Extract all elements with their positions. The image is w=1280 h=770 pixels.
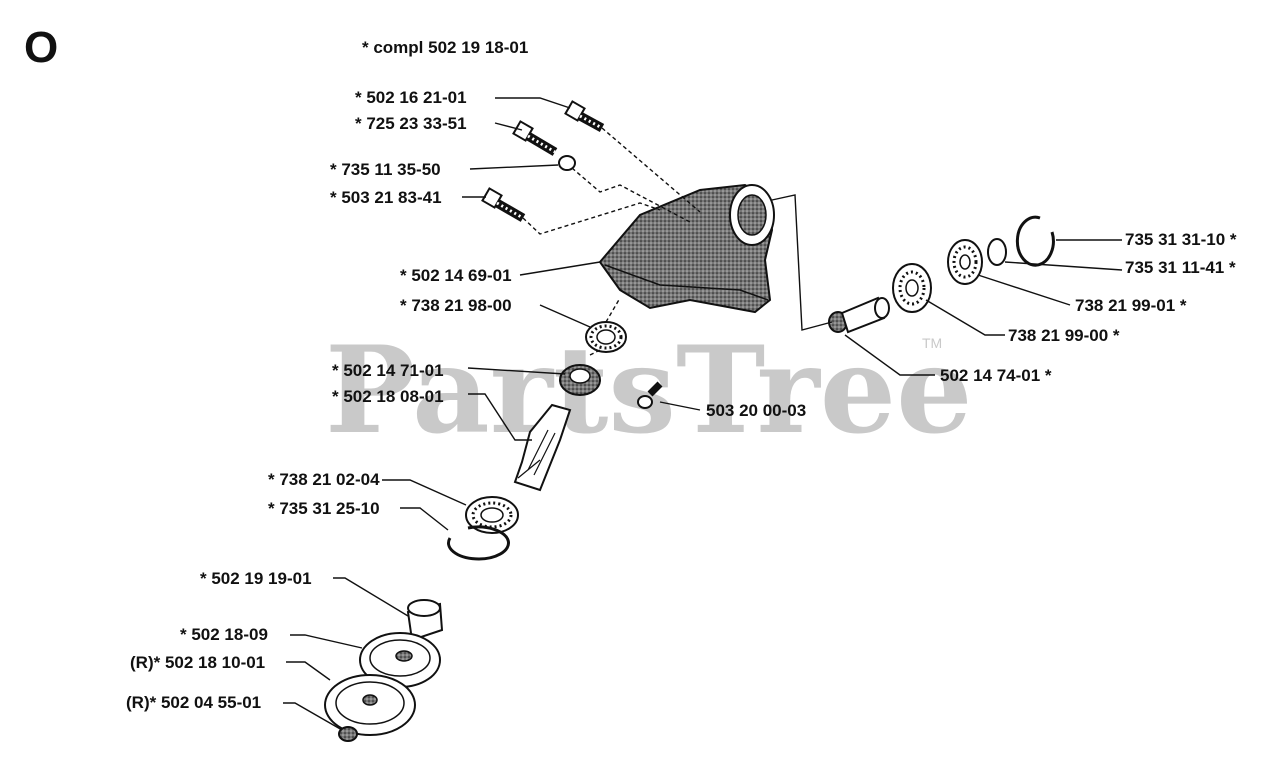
ring-735-31-11-41 — [987, 238, 1007, 266]
part-label: * 502 19 19-01 — [200, 569, 312, 588]
watermark-trademark: TM — [922, 335, 942, 351]
part-label: 735 31 31-10 * — [1125, 230, 1237, 249]
part-label: (R)* 502 18 10-01 — [130, 653, 265, 672]
bearing-738-21-99-00 — [892, 263, 932, 313]
part-label: * 738 21 98-00 — [400, 296, 512, 315]
spindle-502-18-08-01 — [513, 403, 572, 492]
part-label: * 502 16 21-01 — [355, 88, 467, 107]
assembly-label: * compl 502 19 18-01 — [362, 38, 528, 57]
support-cup-502-04-55-01 — [324, 674, 416, 736]
part-label: * 738 21 02-04 — [268, 470, 380, 489]
leader-lines — [283, 97, 1123, 731]
flange-502-18-09 — [359, 632, 441, 688]
bearing-738-21-02-04 — [465, 496, 519, 534]
part-label: * 735 31 25-10 — [268, 499, 380, 518]
bearing-738-21-98-00 — [585, 321, 627, 353]
sleeve-502-19-19-01 — [406, 599, 444, 642]
gear-housing-502-14-69-01 — [598, 183, 775, 314]
circlip-735-31-31-10 — [1015, 215, 1055, 267]
bearing-738-21-99-01 — [947, 239, 983, 285]
circlip-735-31-25-10 — [447, 525, 510, 561]
part-label: * 502 18-09 — [180, 625, 268, 644]
part-label: * 502 18 08-01 — [332, 387, 444, 406]
part-label: 735 31 11-41 * — [1125, 258, 1236, 277]
part-label: (R)* 502 04 55-01 — [126, 693, 261, 712]
pinion-502-14-74-01 — [828, 296, 890, 334]
bevel-gear-502-14-71-01 — [559, 364, 601, 396]
part-label: 738 21 99-01 * — [1075, 296, 1187, 315]
washer-735-11-35-50 — [558, 155, 576, 171]
part-label: * 503 21 83-41 — [330, 188, 442, 207]
screw-725-23-33-51 — [512, 120, 558, 156]
part-label: 502 14 74-01 * — [940, 366, 1052, 385]
part-label: 738 21 99-00 * — [1008, 326, 1120, 345]
part-label: * 725 23 33-51 — [355, 114, 467, 133]
nut — [338, 726, 358, 742]
screw-503-21-83-41 — [481, 187, 526, 222]
part-label: * 735 11 35-50 — [330, 160, 441, 179]
part-label: * 502 14 71-01 — [332, 361, 444, 380]
part-label: 503 20 00-03 — [706, 401, 806, 420]
section-letter: O — [24, 23, 58, 72]
part-label: * 502 14 69-01 — [400, 266, 512, 285]
screw-502-16-21-01 — [564, 100, 605, 132]
screw-503-20-00-03 — [637, 381, 663, 409]
